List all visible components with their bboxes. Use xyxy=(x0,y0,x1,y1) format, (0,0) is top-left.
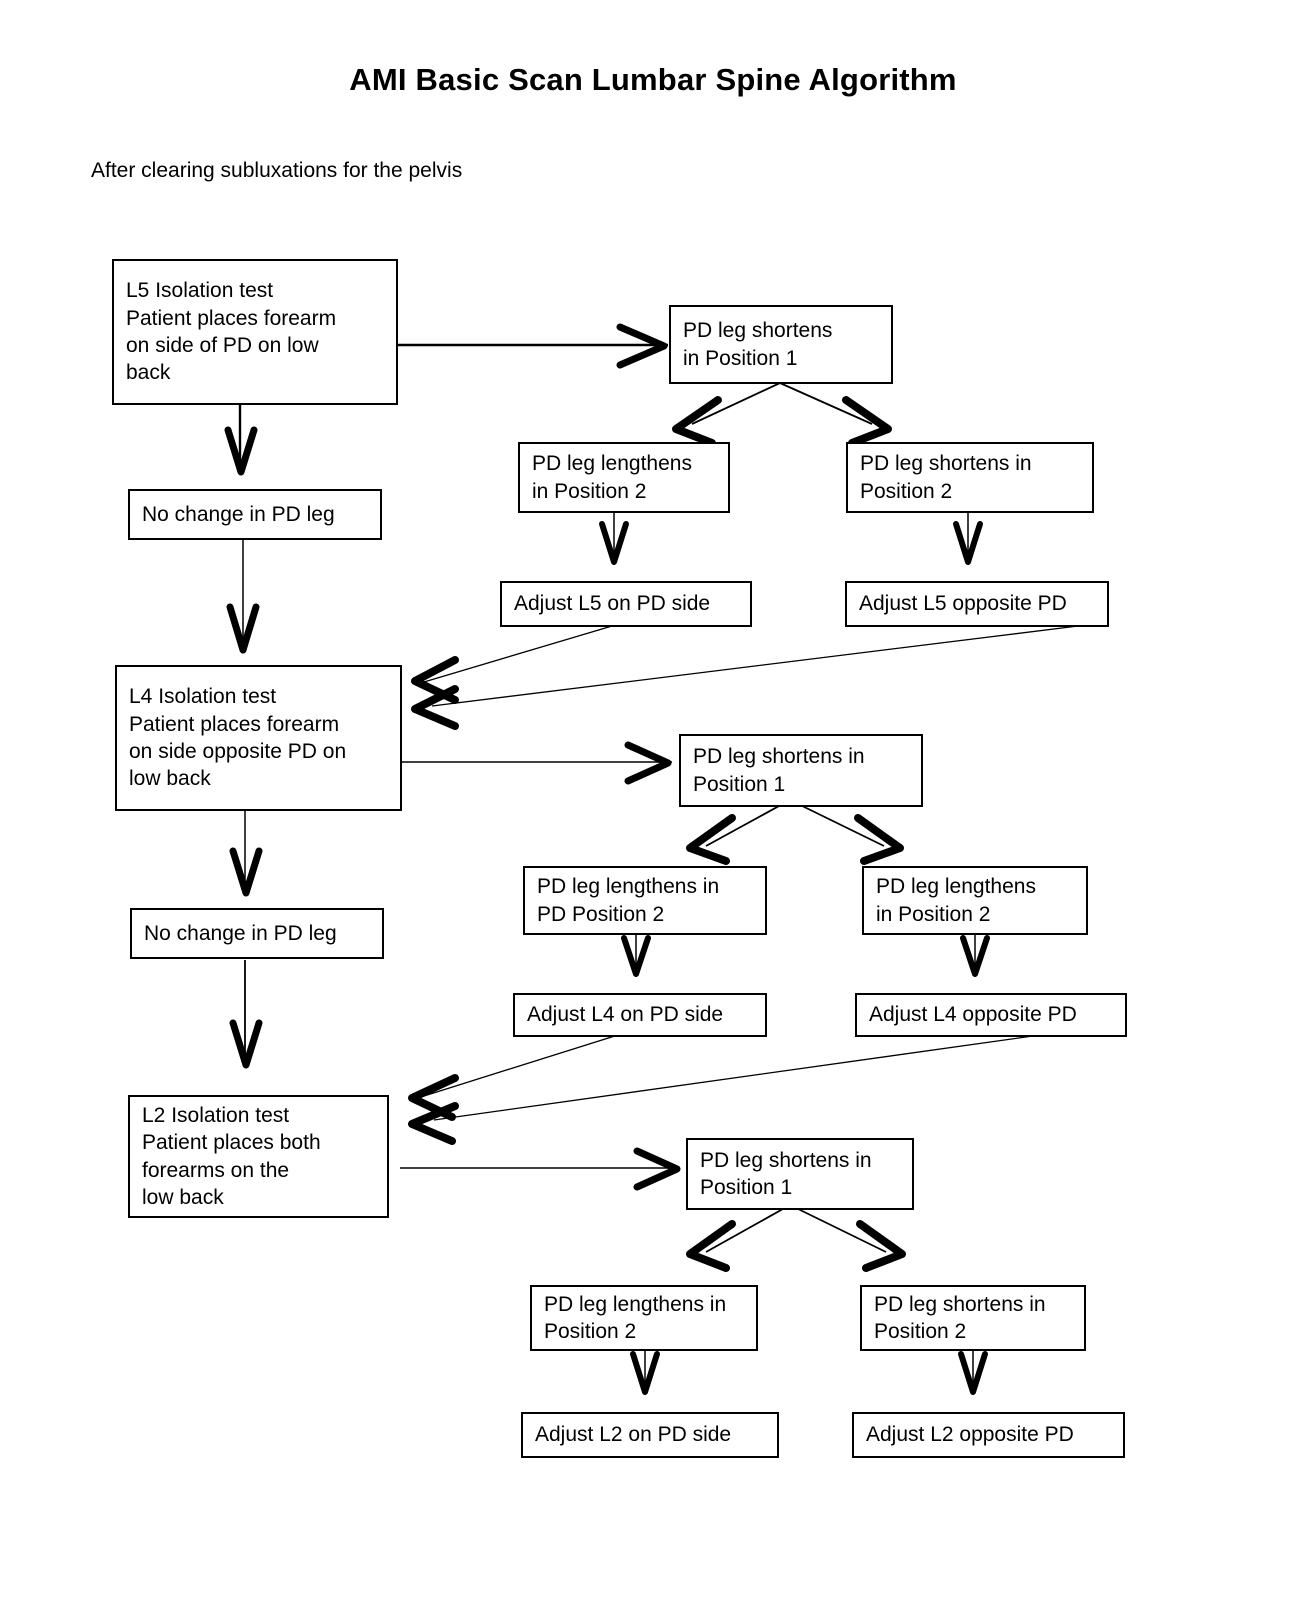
arrowhead-l5-right-adjust xyxy=(953,521,983,565)
node-l5-position1[interactable]: PD leg shortens in Position 1 xyxy=(669,305,893,384)
node-l5-isolation-test[interactable]: L5 Isolation test Patient places forearm… xyxy=(112,259,398,405)
node-l2-isolation-test[interactable]: L2 Isolation test Patient places both fo… xyxy=(128,1095,389,1218)
page-subtitle: After clearing subluxations for the pelv… xyxy=(91,159,463,182)
arrowhead-l2-right-adjust xyxy=(958,1351,988,1395)
node-l4-branch-left[interactable]: PD leg lengthens in PD Position 2 xyxy=(523,866,767,935)
arrowhead-l4-to-nochange xyxy=(229,847,263,897)
node-l5-adjust-right[interactable]: Adjust L5 opposite PD xyxy=(845,581,1109,627)
wire-l5-pos1-left xyxy=(691,382,781,425)
node-l4-isolation-test[interactable]: L4 Isolation test Patient places forearm… xyxy=(115,665,402,811)
node-l4-adjust-left[interactable]: Adjust L4 on PD side xyxy=(513,993,767,1037)
arrowhead-feedback-l4-lower xyxy=(411,685,459,730)
arrowhead-l5-left-adjust xyxy=(599,521,629,565)
arrowhead-l5-to-pos1 xyxy=(616,323,668,369)
wire-l4adjleft-to-l2 xyxy=(423,1027,641,1097)
arrowhead-l2-branch-right xyxy=(856,1220,906,1272)
arrowhead-feedback-l2-upper xyxy=(408,1074,459,1121)
arrowhead-l4-to-pos1 xyxy=(624,741,672,785)
node-l2-adjust-left[interactable]: Adjust L2 on PD side xyxy=(521,1412,779,1458)
node-l4-position1[interactable]: PD leg shortens in Position 1 xyxy=(679,734,923,807)
arrowhead-l4-branch-left xyxy=(686,814,736,865)
wire-l2-pos1-right xyxy=(789,1204,887,1253)
arrowhead-l5-branch-right xyxy=(842,396,892,447)
wire-l4adjright-to-l2 xyxy=(433,1027,1091,1121)
page-title: AMI Basic Scan Lumbar Spine Algorithm xyxy=(349,62,957,97)
wire-l5-pos1-right xyxy=(779,382,873,425)
arrowhead-nochange2-to-l2 xyxy=(229,1019,263,1069)
node-l5-no-change[interactable]: No change in PD leg xyxy=(128,489,382,540)
arrowhead-feedback-l4-upper xyxy=(411,656,459,704)
arrowhead-l4-branch-right xyxy=(854,814,904,865)
arrowhead-l2-left-adjust xyxy=(630,1351,660,1395)
wire-l2-pos1-left xyxy=(705,1204,791,1253)
arrowhead-l5-branch-left xyxy=(672,396,722,447)
node-l2-position1[interactable]: PD leg shortens in Position 1 xyxy=(686,1138,914,1210)
arrowhead-l2-to-pos1 xyxy=(633,1147,681,1191)
arrowhead-l5-to-nochange xyxy=(224,426,258,476)
node-l5-branch-right[interactable]: PD leg shortens in Position 2 xyxy=(846,442,1094,513)
node-l2-adjust-right[interactable]: Adjust L2 opposite PD xyxy=(852,1412,1125,1458)
arrowhead-feedback-l2-lower xyxy=(408,1102,459,1145)
arrowhead-nochange-to-l4 xyxy=(226,603,260,654)
arrowhead-l2-branch-left xyxy=(686,1220,736,1272)
node-l5-branch-left[interactable]: PD leg lengthens in Position 2 xyxy=(518,442,730,513)
node-l4-branch-right[interactable]: PD leg lengthens in Position 2 xyxy=(862,866,1088,935)
node-l4-no-change[interactable]: No change in PD leg xyxy=(130,908,384,959)
node-l2-branch-right[interactable]: PD leg shortens in Position 2 xyxy=(860,1285,1086,1351)
node-l5-adjust-left[interactable]: Adjust L5 on PD side xyxy=(500,581,752,627)
node-l4-adjust-right[interactable]: Adjust L4 opposite PD xyxy=(855,993,1127,1037)
arrowhead-l4-left-adjust xyxy=(621,935,651,977)
node-l2-branch-left[interactable]: PD leg lengthens in Position 2 xyxy=(530,1285,758,1351)
wire-l5adjleft-to-l4 xyxy=(423,625,613,683)
arrowhead-l4-right-adjust xyxy=(960,935,990,977)
wire-l5adjright-to-l4 xyxy=(431,625,1079,707)
